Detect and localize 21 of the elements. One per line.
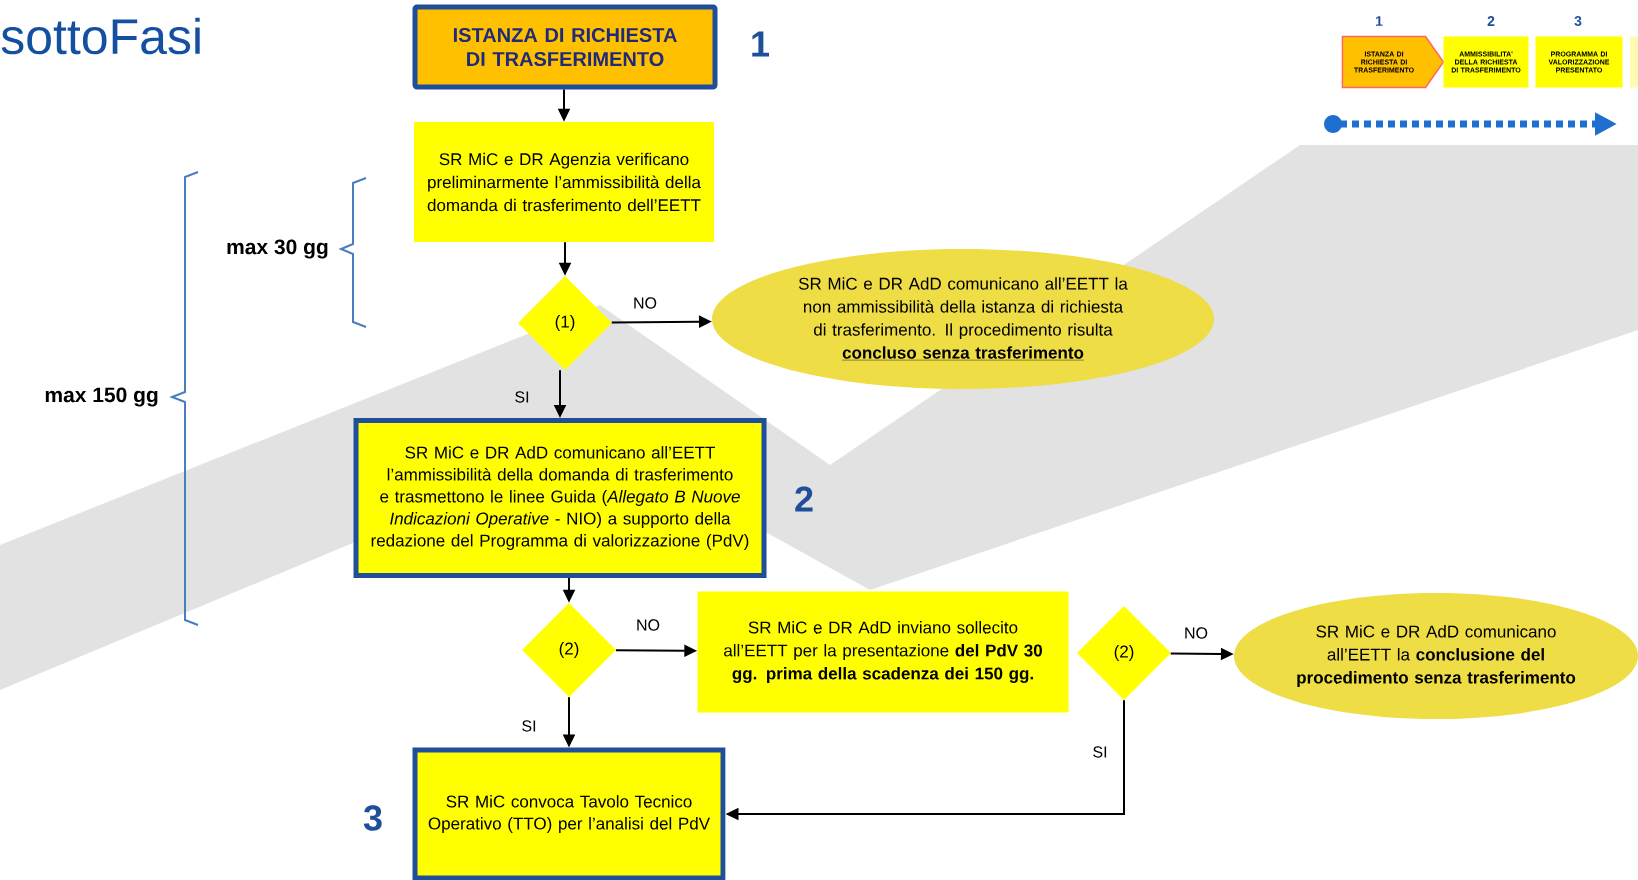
phase-box: ISTANZA DI RICHIESTA DI TRASFERIMENTO <box>412 4 718 90</box>
process-box: SR MiC e DR AdD inviano sollecito all’EETT per la presentazione del PdV 30 gg. prima della scadenza dei 150 gg. <box>697 591 1069 713</box>
edge-label: NO <box>1185 627 1208 639</box>
step-box <box>1630 36 1638 88</box>
step-number: 3 <box>1574 16 1582 26</box>
step-number: 3 <box>363 805 382 831</box>
edge-label: NO <box>634 297 657 309</box>
step-number: 1 <box>1376 16 1383 26</box>
step-number: 2 <box>1487 16 1495 26</box>
step-number: 2 <box>795 486 813 512</box>
phase-box: SR MiC e DR AdD comunicano all’EETT l’ammissibilità della domanda di trasferimento e trasmettono le linee Guida (Allegato B Nuove Indicazioni Operative - NIO) a supporto della redazione del Programma di valorizzazione (PdV) <box>353 418 767 578</box>
title: sottoFasi <box>1 17 200 55</box>
phase-box: SR MiC convoca Tavolo Tecnico Operativo (TTO) per l’analisi del PdV <box>412 747 726 880</box>
edge-label: SI <box>522 720 536 732</box>
duration-label: max 150 gg <box>45 387 158 407</box>
edge-label: SI <box>1093 746 1107 758</box>
duration-label: max 30 gg <box>227 239 328 259</box>
edge-label: SI <box>515 391 529 403</box>
edge-label: NO <box>637 619 660 631</box>
step-number: 1 <box>752 31 769 57</box>
process-box: SR MiC e DR Agenzia verificano preliminarmente l’ammissibilità della domanda di trasferimento dell’EETT <box>414 122 714 242</box>
